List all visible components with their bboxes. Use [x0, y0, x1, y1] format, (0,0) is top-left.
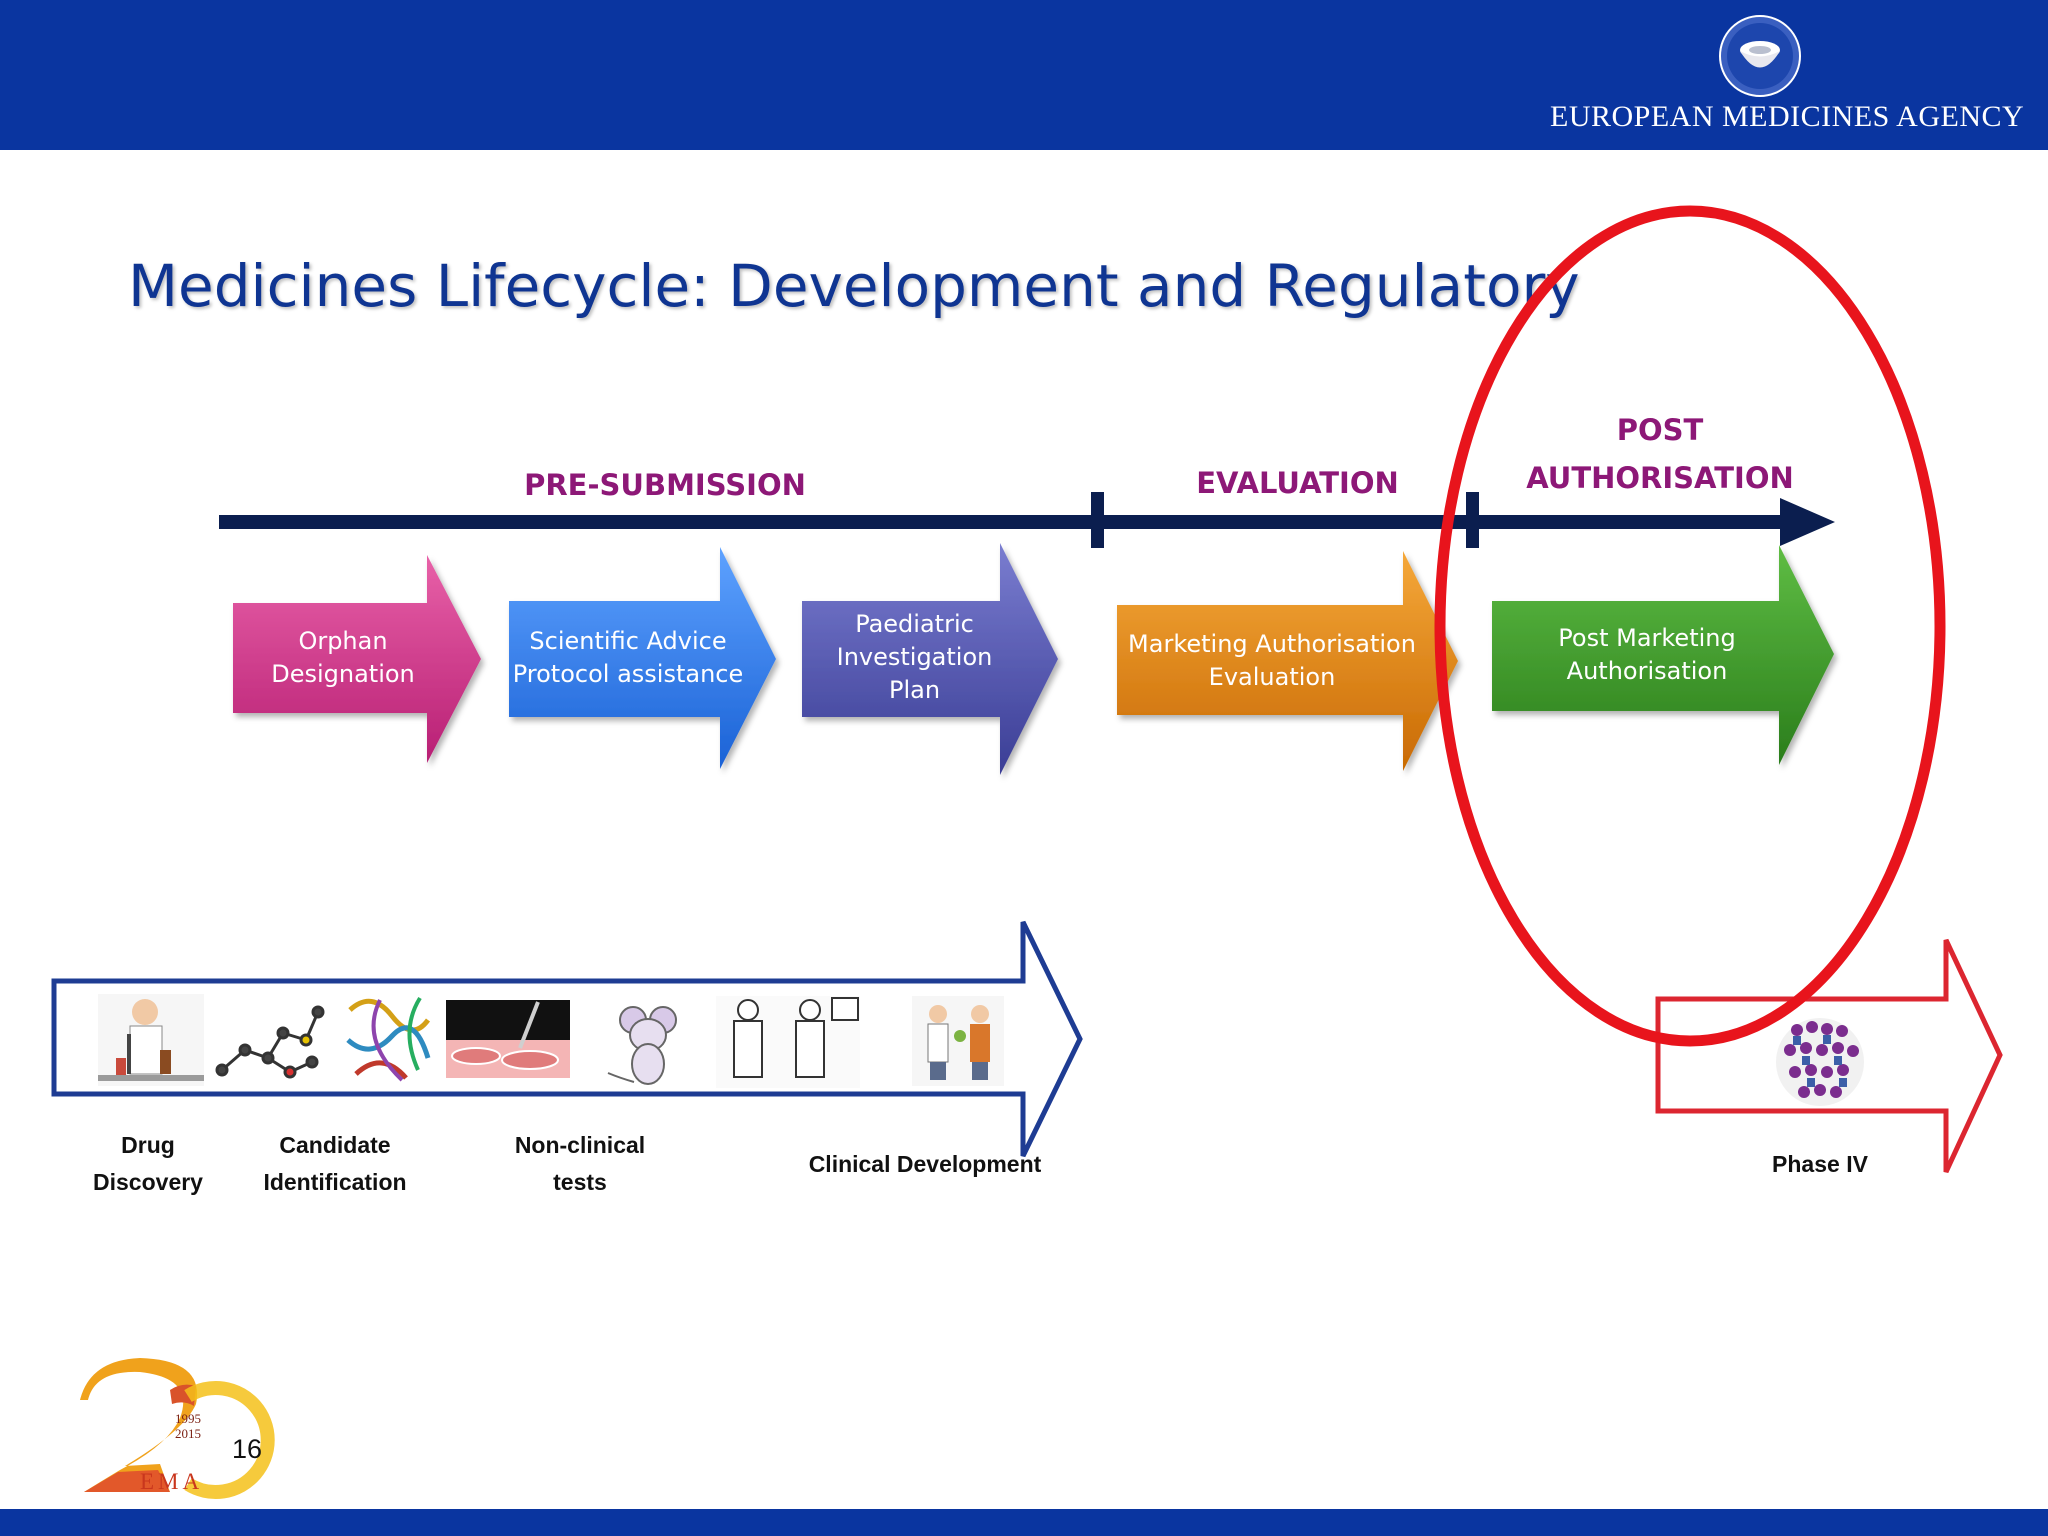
stage-label-marketing-authorisation-evaluation: Marketing Authorisation Evaluation — [1128, 630, 1416, 691]
page-number: 16 — [232, 1434, 263, 1464]
phase-label-post-authorisation: POST AUTHORISATION — [1526, 413, 1794, 495]
lab-mouse-icon — [607, 1006, 677, 1085]
step-label-non-clinical-tests: Non-clinical tests — [514, 1132, 646, 1195]
ema-pestle-logo-icon — [1719, 15, 1801, 97]
timeline-arrow — [219, 492, 1835, 548]
stage-arrow-paediatric-investigation-plan — [802, 543, 1058, 775]
stage-label-orphan-designation: Orphan Designation — [271, 627, 415, 688]
phase-label-evaluation: EVALUATION — [1196, 466, 1399, 500]
stage-arrow-post-marketing-authorisation — [1492, 545, 1834, 765]
step-label-candidate-identification: Candidate Identification — [263, 1132, 407, 1195]
clinicians-icon — [716, 996, 860, 1088]
anniversary-ema-text: EMA — [140, 1469, 203, 1494]
footer-band — [0, 1509, 2048, 1536]
timeline-divider-post-authorisation — [1466, 492, 1479, 548]
scientist-icon — [98, 994, 204, 1086]
slide-title: Medicines Lifecycle: Development and Reg… — [128, 252, 1580, 320]
stage-label-post-marketing-authorisation: Post Marketing Authorisation — [1558, 624, 1736, 685]
agency-name: EUROPEAN MEDICINES AGENCY — [1550, 100, 2025, 133]
step-label-phase-iv: Phase IV — [1772, 1151, 1868, 1177]
protein-structure-icon — [342, 992, 431, 1086]
anniversary-years-2015: 2015 — [175, 1426, 201, 1441]
stage-arrow-marketing-authorisation-evaluation — [1117, 551, 1458, 771]
petri-dish-icon — [446, 1000, 570, 1078]
molecule-icon — [215, 1005, 325, 1079]
header-band — [0, 0, 2048, 150]
post-authorisation-highlight — [1434, 205, 1946, 1047]
timeline-divider-evaluation — [1091, 492, 1104, 548]
anniversary-years-1995: 1995 — [175, 1411, 201, 1426]
stage-label-paediatric-investigation-plan: Paediatric Investigation Plan — [836, 610, 993, 704]
stage-label-scientific-advice: Scientific Advice Protocol assistance — [512, 627, 744, 688]
step-label-clinical-development: Clinical Development — [808, 1151, 1042, 1177]
crowd-icon — [1776, 1018, 1864, 1106]
stage-arrow-orphan-designation — [233, 555, 481, 763]
phase-label-pre-submission: PRE-SUBMISSION — [524, 468, 806, 502]
stage-arrow-scientific-advice — [509, 547, 776, 769]
ema-20-years-logo: 1995 2015 EMA — [80, 1358, 275, 1499]
field-workers-icon — [912, 996, 1004, 1086]
step-label-drug-discovery: Drug Discovery — [93, 1132, 203, 1195]
